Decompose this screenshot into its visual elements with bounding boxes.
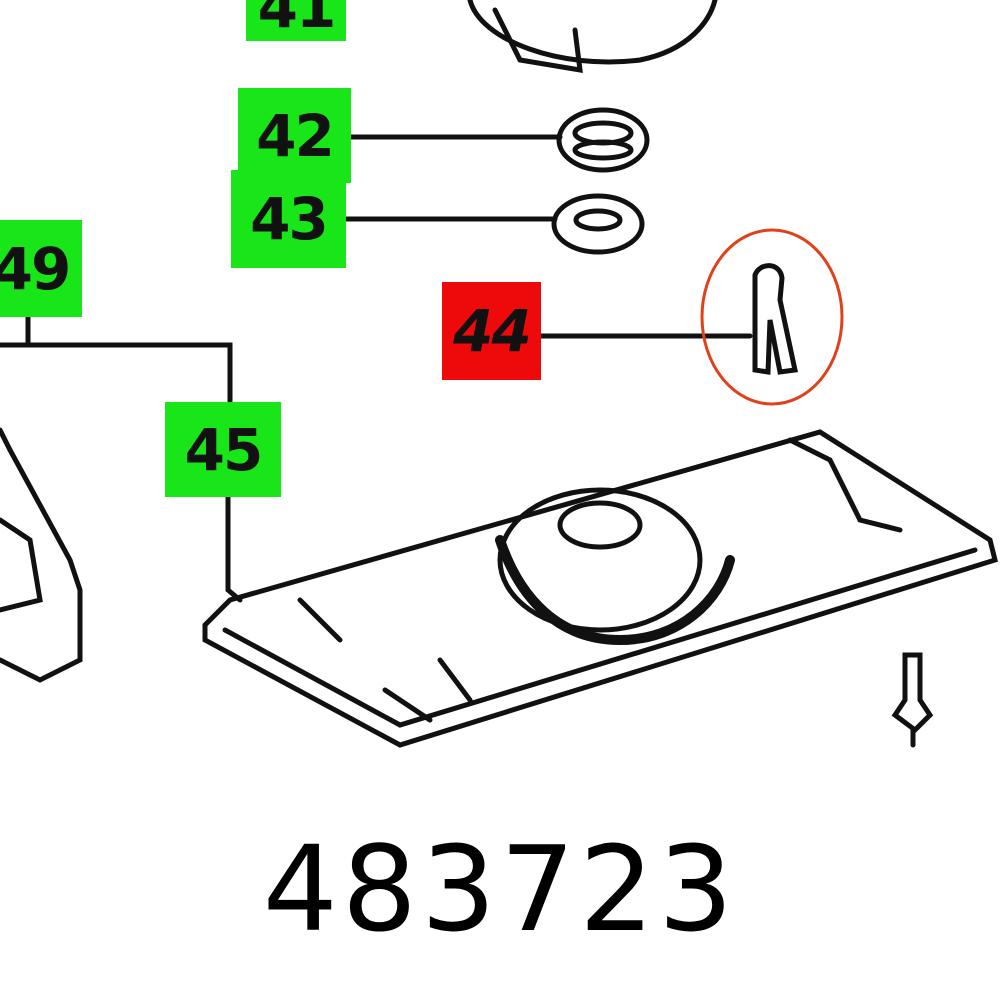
leader-49-45 — [0, 314, 233, 408]
pin-part — [752, 263, 799, 375]
callout-42[interactable]: 42 — [238, 88, 351, 183]
callout-44-highlighted[interactable]: 44 — [442, 282, 541, 380]
washer-42 — [556, 107, 650, 173]
callout-49[interactable]: 49 — [0, 220, 82, 317]
leader-45 — [225, 494, 243, 603]
washer-43 — [551, 193, 645, 255]
left-housing — [0, 427, 83, 683]
screw — [891, 652, 934, 734]
callout-41[interactable]: 41 — [246, 0, 346, 41]
part-number: 483723 — [262, 820, 738, 958]
callout-45[interactable]: 45 — [165, 402, 281, 497]
base-plate — [202, 429, 998, 748]
ring-part — [467, 0, 718, 65]
callout-43[interactable]: 43 — [231, 170, 346, 268]
highlight-circle — [700, 228, 844, 406]
